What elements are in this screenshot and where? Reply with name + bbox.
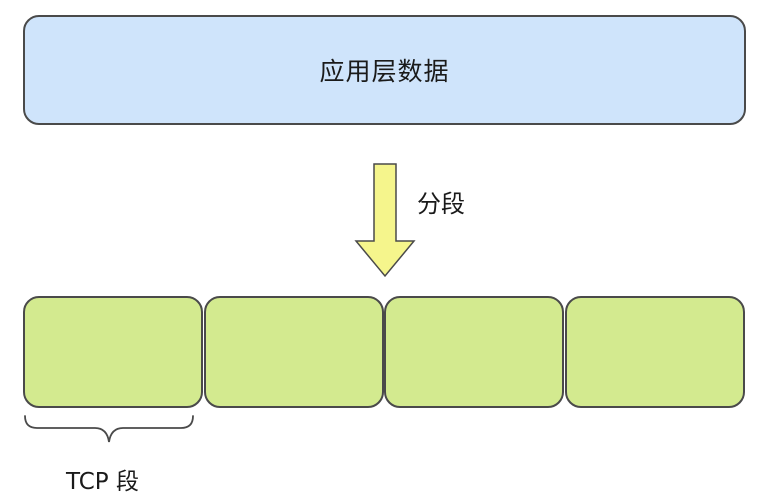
segmentation-label: 分段: [417, 190, 465, 218]
curly-brace-icon: [24, 415, 194, 443]
tcp-segment-3: [384, 296, 564, 408]
application-data-label: 应用层数据: [319, 57, 450, 86]
down-arrow-icon: [354, 163, 416, 278]
tcp-segment-1: [23, 296, 203, 408]
application-data-block: 应用层数据: [23, 15, 746, 125]
tcp-segment-label: TCP 段: [66, 469, 139, 495]
tcp-segment-2: [204, 296, 384, 408]
tcp-segment-4: [565, 296, 745, 408]
